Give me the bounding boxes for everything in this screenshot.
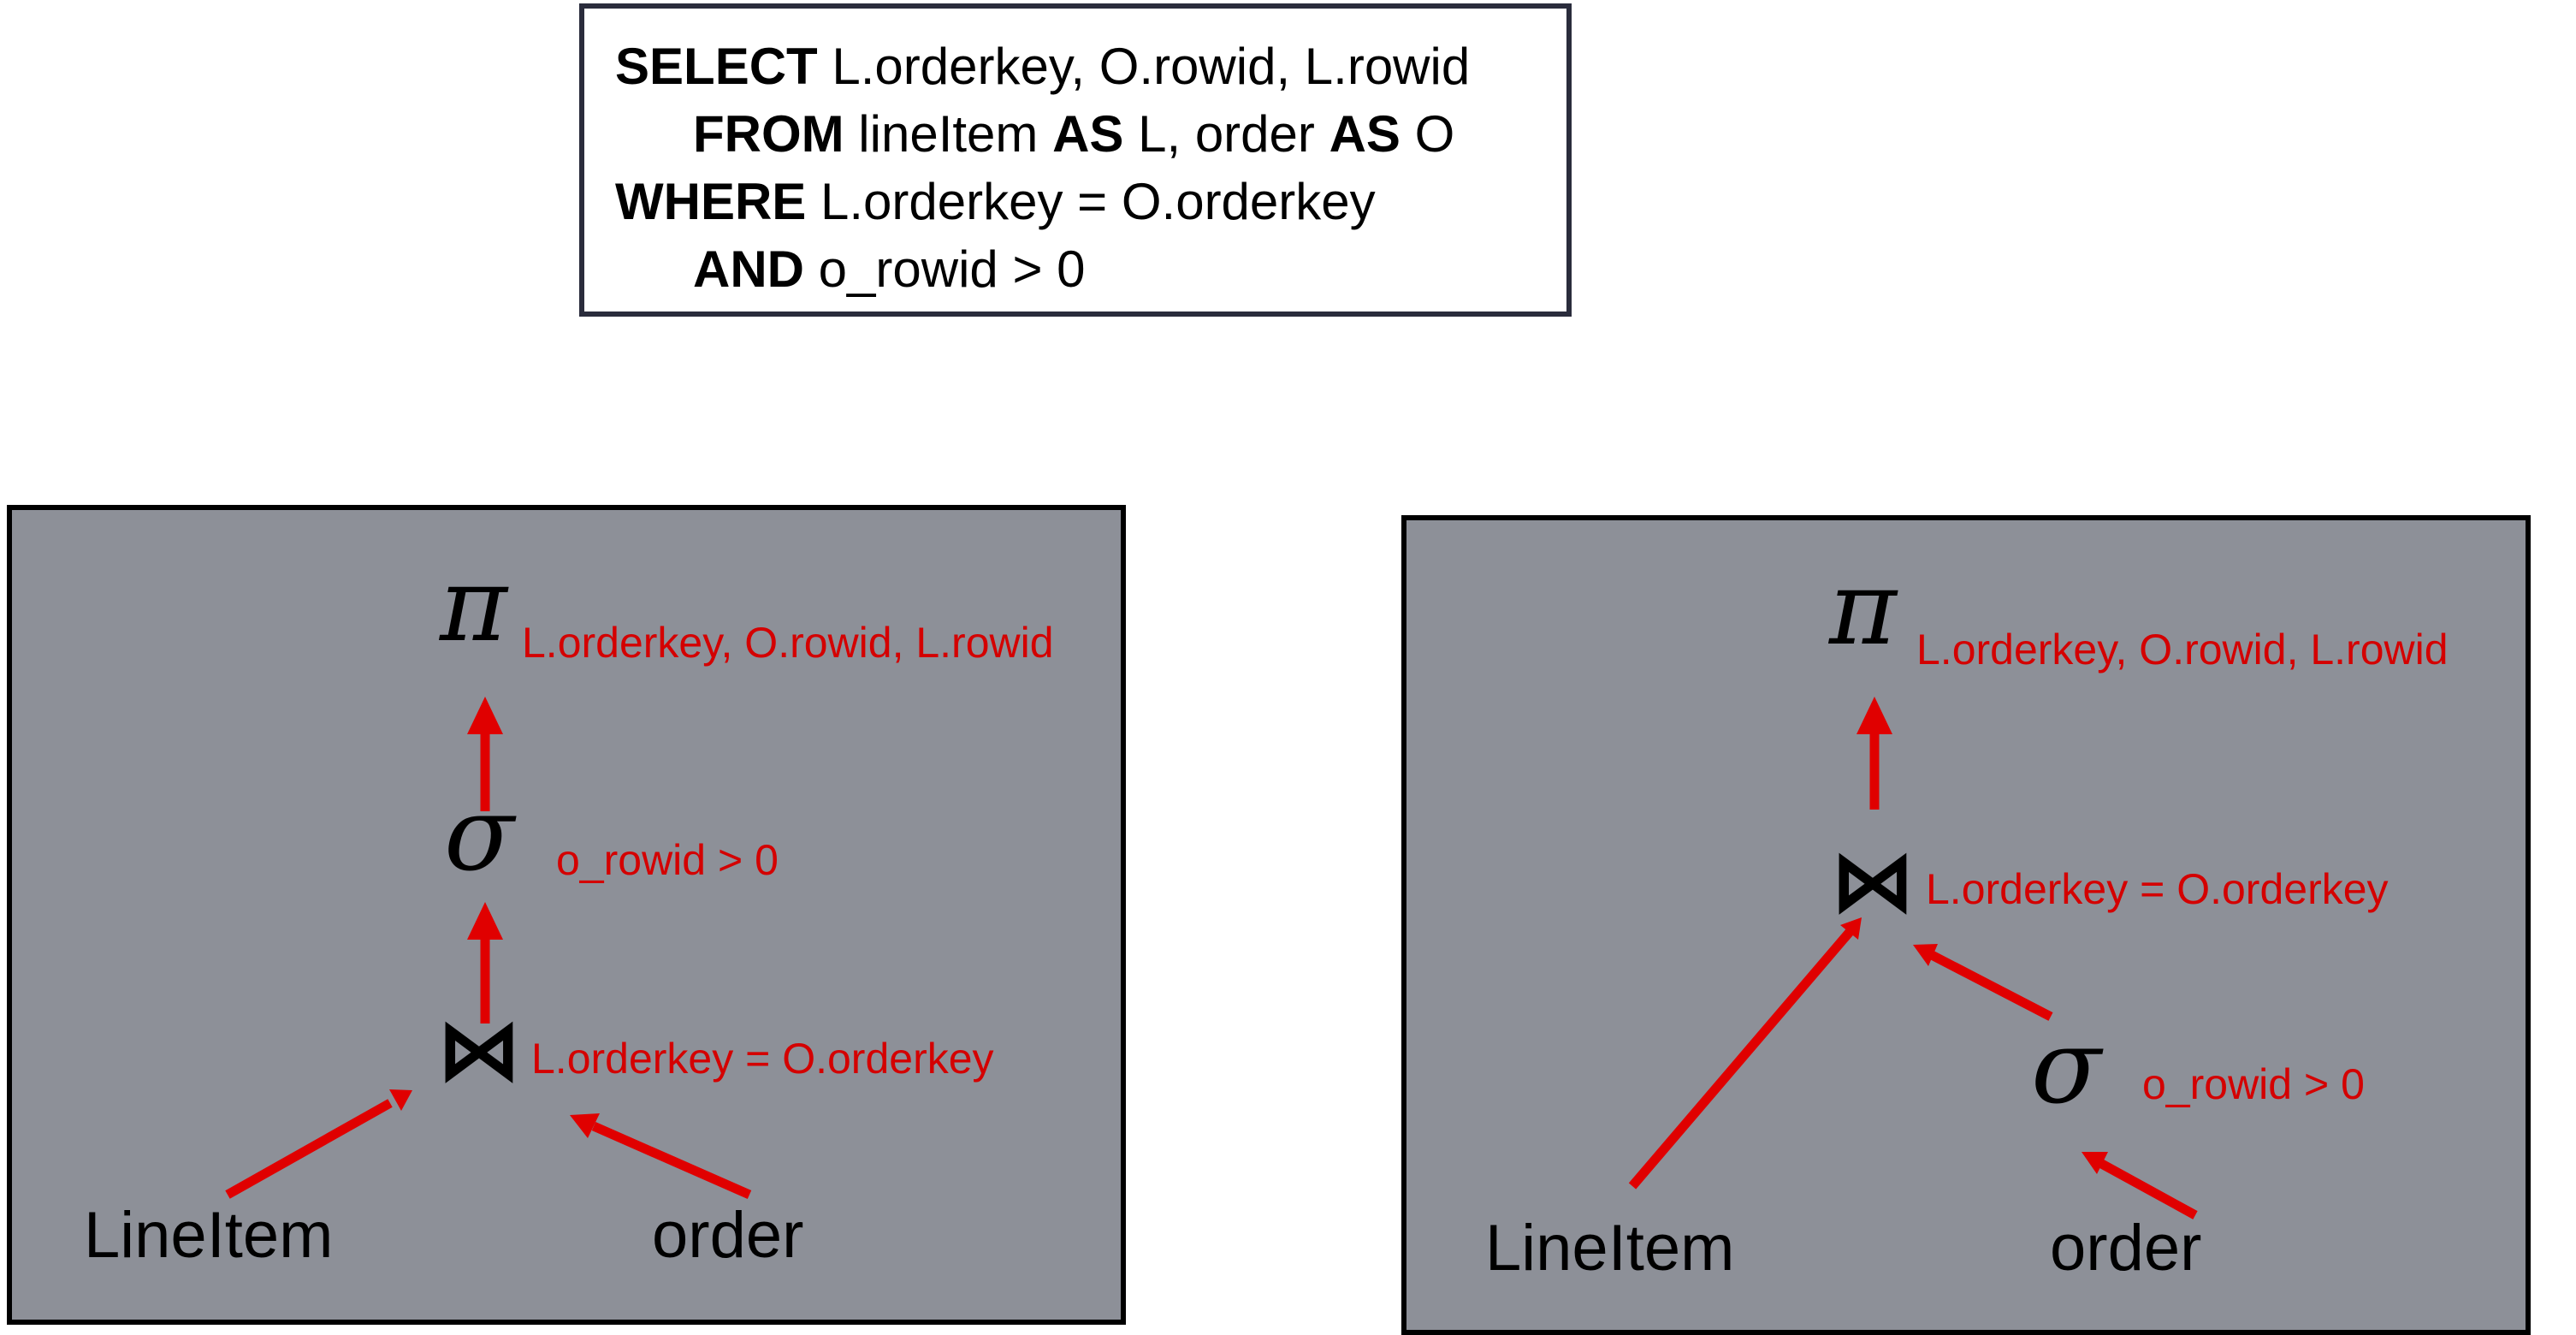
arrow-selection-to-projection-head [467,697,503,734]
projection-attributes: L.orderkey, O.rowid, L.rowid [522,619,1054,667]
selection-operator: σ [444,775,517,894]
projection-operator: π [1827,549,1898,668]
arrow-order-to-join-head [570,1113,600,1138]
arrow-selection-to-join [1929,951,2053,1021]
arrow-order-to-join [591,1121,752,1200]
sql-text: O [1400,105,1455,163]
sql-text: L.orderkey, O.rowid, L.rowid [817,38,1471,95]
sql-line-where: WHERE L.orderkey = O.orderkey [615,176,1376,228]
join-operator: ⋈ [436,1000,522,1100]
sql-line-and: AND o_rowid > 0 [693,244,1086,295]
arrow-join-to-selection-head [467,902,503,940]
join-predicate: L.orderkey = O.orderkey [1926,865,2389,913]
plan-right-svg: π L.orderkey, O.rowid, L.rowid ⋈ L.order… [1485,549,2449,1285]
sql-keyword: WHERE [615,173,807,230]
query-plan-left: π L.orderkey, O.rowid, L.rowid σ o_rowid… [7,505,1126,1325]
table-order: order [2050,1212,2201,1285]
table-order: order [652,1199,803,1272]
selection-predicate: o_rowid > 0 [556,836,779,884]
arrow-join-to-projection-head [1856,697,1892,734]
join-predicate: L.orderkey = O.orderkey [531,1035,994,1083]
sql-keyword: SELECT [615,38,818,95]
join-operator: ⋈ [1830,831,1916,931]
arrow-order-to-selection [2096,1158,2198,1219]
table-lineitem: LineItem [1485,1212,1735,1285]
query-plan-right: π L.orderkey, O.rowid, L.rowid ⋈ L.order… [1401,515,2531,1335]
projection-operator: π [438,546,509,665]
sql-text: L, order [1123,105,1329,163]
projection-attributes: L.orderkey, O.rowid, L.rowid [1916,626,2449,673]
sql-text: lineItem [844,105,1053,163]
arrow-lineitem-to-join-head [389,1089,412,1111]
selection-operator: σ [2031,1008,2104,1127]
plan-left-svg: π L.orderkey, O.rowid, L.rowid σ o_rowid… [84,546,1054,1272]
sql-query-box: SELECT L.orderkey, O.rowid, L.rowid FROM… [579,3,1572,317]
sql-line-select: SELECT L.orderkey, O.rowid, L.rowid [615,41,1470,92]
selection-predicate: o_rowid > 0 [2142,1060,2365,1108]
sql-keyword: AND [693,240,804,298]
sql-keyword: FROM [693,105,844,163]
sql-keyword: AS [1329,105,1401,163]
sql-text: L.orderkey = O.orderkey [806,173,1376,230]
arrow-selection-to-join-head [1913,944,1938,966]
arrow-lineitem-to-join [225,1099,393,1199]
arrow-lineitem-to-join-head [1840,917,1862,940]
arrow-lineitem-to-join [1628,929,1854,1190]
sql-keyword: AS [1052,105,1124,163]
sql-line-from: FROM lineItem AS L, order AS O [693,109,1454,160]
table-lineitem: LineItem [84,1199,334,1272]
sql-text: o_rowid > 0 [804,240,1086,298]
arrow-order-to-selection-head [2082,1152,2108,1174]
